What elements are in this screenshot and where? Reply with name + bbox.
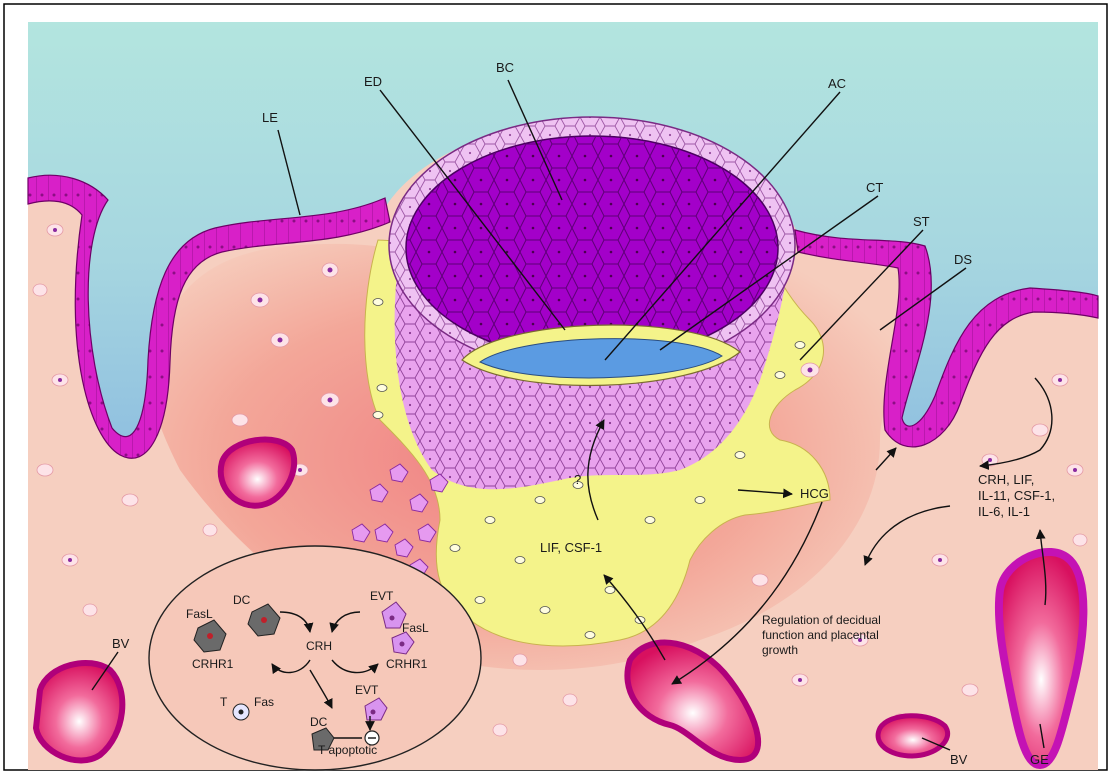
label-ge: GE (1030, 752, 1049, 767)
inset-label-evt-bottom: EVT (355, 683, 379, 697)
inset-label-crhr1-left: CRHR1 (192, 657, 234, 671)
label-cytokines-line2: IL-11, CSF-1, (978, 488, 1055, 503)
inset-label-t: T (220, 695, 228, 709)
label-bc: BC (496, 60, 514, 75)
label-ed: ED (364, 74, 382, 89)
inset-label-dc-top: DC (233, 593, 251, 607)
label-bv-left: BV (112, 636, 130, 651)
label-ac: AC (828, 76, 846, 91)
label-cytokines-line3: IL-6, IL-1 (978, 504, 1030, 519)
label-ct: CT (866, 180, 883, 195)
label-le: LE (262, 110, 278, 125)
label-regulation-line1: Regulation of decidual (762, 613, 881, 627)
inset-label-crh: CRH (306, 639, 332, 653)
blood-vessel-left-upper (221, 440, 294, 506)
inset-label-dc-bottom: DC (310, 715, 328, 729)
inset-label-fas: Fas (254, 695, 274, 709)
blood-vessel-left-lower (36, 663, 122, 761)
blood-vessel-bottom (878, 716, 948, 756)
label-st: ST (913, 214, 930, 229)
label-hcg: HCG (800, 486, 829, 501)
inset-label-t-apoptotic: T apoptotic (318, 743, 377, 757)
label-lif-csf: LIF, CSF-1 (540, 540, 602, 555)
label-ds: DS (954, 252, 972, 267)
label-bv-bottom: BV (950, 752, 968, 767)
inset-label-fasl-right: FasL (402, 621, 429, 635)
label-cytokines-line1: CRH, LIF, (978, 472, 1034, 487)
label-regulation-line3: growth (762, 643, 798, 657)
inset-label-fasl-left: FasL (186, 607, 213, 621)
inset-label-evt-top: EVT (370, 589, 394, 603)
inset-label-crhr1-right: CRHR1 (386, 657, 428, 671)
label-regulation-line2: function and placental (762, 628, 879, 642)
label-question: ? (574, 472, 581, 487)
